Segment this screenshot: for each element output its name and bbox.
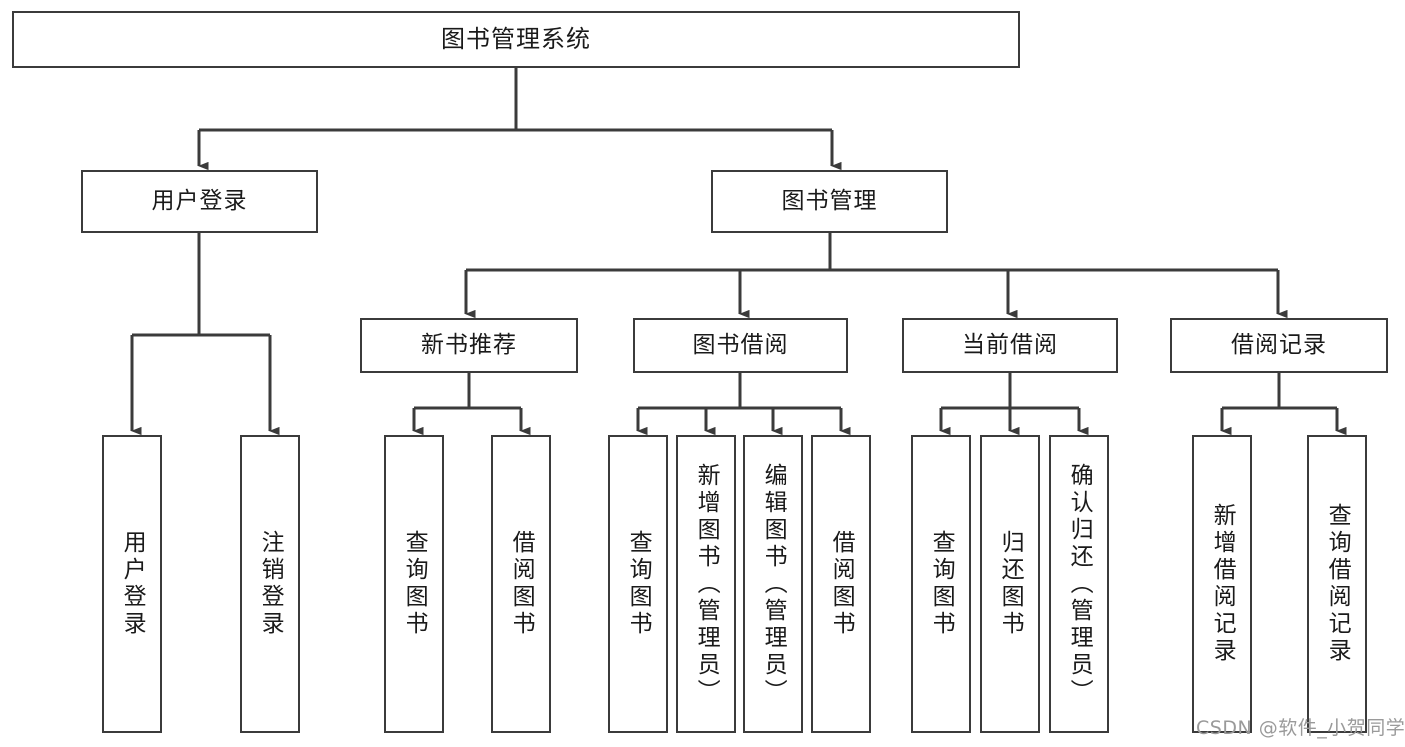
leaf-borrow-record-query-record[interactable]: 查询借阅记录 bbox=[1307, 435, 1367, 733]
node-label: 当前借阅 bbox=[962, 331, 1058, 358]
node-borrow-record[interactable]: 借阅记录 bbox=[1170, 318, 1388, 373]
node-label: 借阅记录 bbox=[1231, 331, 1327, 358]
node-label: 用户登录 bbox=[151, 187, 248, 214]
node-book-management[interactable]: 图书管理 bbox=[711, 170, 948, 233]
csdn-watermark: CSDN @软件_小贺同学 bbox=[1196, 717, 1405, 739]
node-label: 确认归还（管理员） bbox=[1066, 462, 1093, 706]
node-label: 借阅图书 bbox=[508, 530, 535, 638]
node-label: 图书借阅 bbox=[692, 331, 789, 358]
leaf-book-borrow-query-book[interactable]: 查询图书 bbox=[608, 435, 668, 733]
node-root-system[interactable]: 图书管理系统 bbox=[12, 11, 1020, 68]
node-label: 新增图书（管理员） bbox=[693, 462, 720, 706]
node-label: 用户登录 bbox=[119, 530, 146, 638]
leaf-current-borrow-confirm-return[interactable]: 确认归还（管理员） bbox=[1049, 435, 1109, 733]
node-current-borrow[interactable]: 当前借阅 bbox=[902, 318, 1118, 373]
leaf-new-book-borrow-book[interactable]: 借阅图书 bbox=[491, 435, 551, 733]
leaf-new-book-query-book[interactable]: 查询图书 bbox=[384, 435, 444, 733]
leaf-user-login-login[interactable]: 用户登录 bbox=[102, 435, 162, 733]
node-label: 注销登录 bbox=[257, 530, 284, 638]
leaf-borrow-record-add-record[interactable]: 新增借阅记录 bbox=[1192, 435, 1252, 733]
leaf-current-borrow-query-book[interactable]: 查询图书 bbox=[911, 435, 971, 733]
node-label: 查询图书 bbox=[928, 530, 955, 638]
node-label: 图书管理系统 bbox=[441, 25, 591, 54]
node-label: 编辑图书（管理员） bbox=[760, 462, 787, 706]
node-label: 新增借阅记录 bbox=[1209, 503, 1236, 665]
leaf-user-login-logout[interactable]: 注销登录 bbox=[240, 435, 300, 733]
node-book-borrow[interactable]: 图书借阅 bbox=[633, 318, 848, 373]
leaf-book-borrow-add-book[interactable]: 新增图书（管理员） bbox=[676, 435, 736, 733]
node-label: 借阅图书 bbox=[828, 530, 855, 638]
node-label: 查询图书 bbox=[625, 530, 652, 638]
leaf-current-borrow-return-book[interactable]: 归还图书 bbox=[980, 435, 1040, 733]
leaf-book-borrow-edit-book[interactable]: 编辑图书（管理员） bbox=[743, 435, 803, 733]
node-label: 归还图书 bbox=[997, 530, 1024, 638]
leaf-book-borrow-borrow-book[interactable]: 借阅图书 bbox=[811, 435, 871, 733]
node-label: 新书推荐 bbox=[421, 331, 517, 358]
node-label: 查询图书 bbox=[401, 530, 428, 638]
node-label: 查询借阅记录 bbox=[1324, 503, 1351, 665]
node-label: 图书管理 bbox=[781, 187, 878, 214]
node-new-book-recommend[interactable]: 新书推荐 bbox=[360, 318, 578, 373]
node-user-login[interactable]: 用户登录 bbox=[81, 170, 318, 233]
